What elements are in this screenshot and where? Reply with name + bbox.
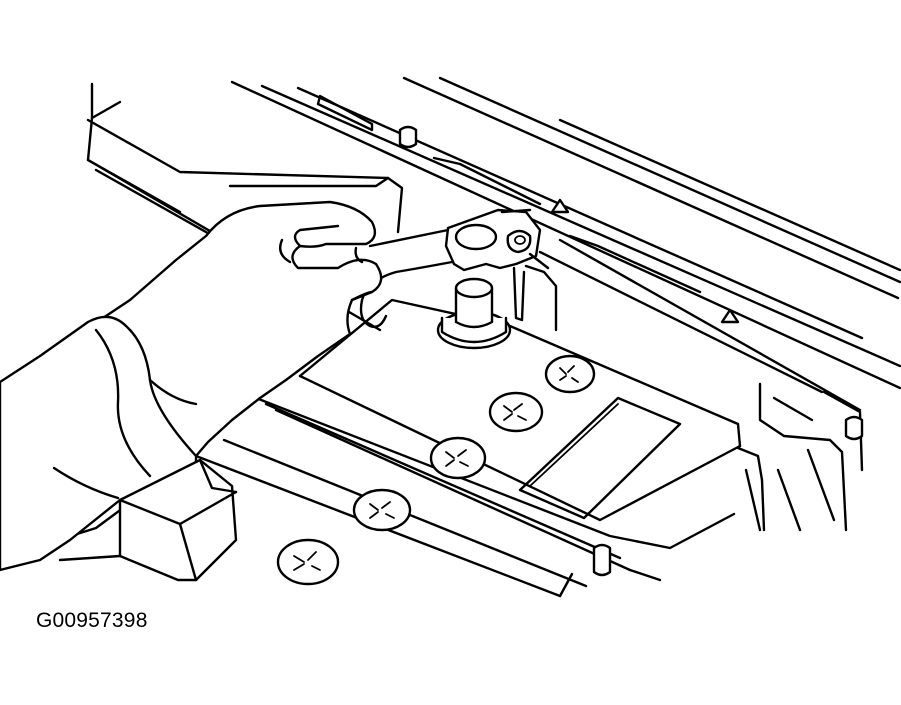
terminal-clamp [444,208,558,332]
body-panel-ribs [230,76,901,472]
battery-bracket [736,382,848,532]
figure-code: G00957398 [36,609,148,632]
battery-front-block [58,458,238,582]
cell-cap [352,488,412,532]
battery-cable [359,228,454,329]
cell-cap [544,354,596,394]
cell-cap [276,538,340,586]
battery-post [436,277,512,350]
panel-bolts [398,125,864,441]
cell-cap [488,391,544,433]
cell-caps [276,354,596,586]
sleeve [0,315,198,572]
cell-cap [429,436,487,480]
